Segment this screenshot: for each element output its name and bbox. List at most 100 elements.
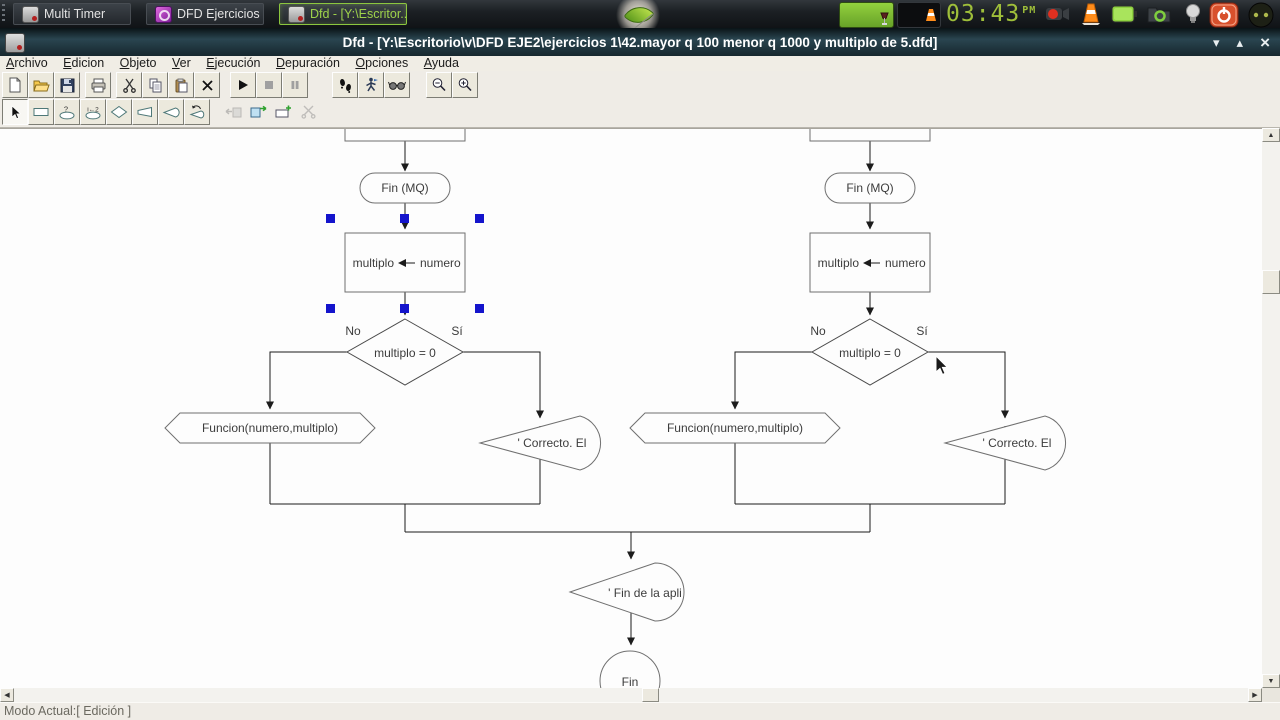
selection-handles[interactable]: [326, 214, 484, 313]
menu-opciones[interactable]: Opciones: [355, 56, 409, 70]
decision-tool-button[interactable]: [106, 99, 132, 125]
maximize-icon[interactable]: ▴: [1236, 34, 1244, 50]
step-button[interactable]: [332, 72, 358, 98]
horizontal-scroll-thumb[interactable]: [642, 688, 659, 702]
dfd-ejercicios-icon: [155, 5, 172, 23]
select-tool-button[interactable]: [2, 99, 28, 125]
output-label: ' Correcto. El: [518, 436, 587, 450]
paste-after-icon: [250, 105, 267, 118]
assign-tool-button[interactable]: [28, 99, 54, 125]
flow-decision-left[interactable]: [345, 318, 465, 386]
printer-icon: [91, 78, 105, 92]
debug-run-button[interactable]: [358, 72, 384, 98]
file-manager-icon[interactable]: [1146, 2, 1172, 26]
flow-fin-mq-right[interactable]: [824, 172, 916, 204]
print-button[interactable]: [85, 72, 111, 98]
window-titlebar[interactable]: Dfd - [Y:\Escritorio\v\DFD EJE2\ejercici…: [0, 28, 1280, 56]
flow-fin-mq-left[interactable]: [359, 172, 451, 204]
zoom-in-button[interactable]: [452, 72, 478, 98]
stop-icon: [265, 81, 273, 89]
close-icon[interactable]: ×: [1260, 32, 1270, 52]
zoom-out-button[interactable]: [426, 72, 452, 98]
screen-recorder-icon[interactable]: [1044, 2, 1070, 26]
paste-after-button[interactable]: [246, 99, 271, 124]
paste-before-button[interactable]: [221, 99, 246, 124]
read-shape-icon: ?: [59, 105, 75, 119]
brightness-icon[interactable]: [1182, 2, 1204, 26]
horizontal-scrollbar[interactable]: ◀ ▶: [0, 688, 1262, 702]
flow-top-rect-left[interactable]: [344, 129, 466, 142]
taskbar-window-multi-timer[interactable]: Multi Timer: [13, 3, 131, 25]
taskbar-drag-handle[interactable]: [2, 4, 5, 24]
window-app-icon: [5, 33, 25, 53]
clock[interactable]: 03:43 PM: [946, 0, 1036, 28]
glasses-icon: [388, 81, 406, 90]
footprints-icon: [339, 78, 351, 93]
menu-ejecucion[interactable]: Ejecución: [206, 56, 261, 70]
power-icon[interactable]: [1208, 2, 1240, 28]
eyes-icon[interactable]: [1244, 2, 1278, 28]
scrollbar-corner: [1262, 688, 1280, 702]
copy-button[interactable]: [142, 72, 168, 98]
open-button[interactable]: [28, 72, 54, 98]
rectangle-shape-icon: [33, 108, 49, 116]
scroll-up-icon[interactable]: ▲: [1262, 128, 1280, 142]
counter-tool-button[interactable]: i←2: [80, 99, 106, 125]
assign-lhs-label: multiplo: [818, 256, 860, 270]
watch-button[interactable]: [384, 72, 410, 98]
output-label: ' Correcto. El: [983, 436, 1052, 450]
run-button[interactable]: [230, 72, 256, 98]
menu-edicion[interactable]: Edicion: [63, 56, 105, 70]
flow-output-right[interactable]: [943, 415, 1067, 471]
save-button[interactable]: [54, 72, 80, 98]
stop-button[interactable]: [256, 72, 282, 98]
drawing-canvas[interactable]: Fin (MQ) multiplo numero multiplo = 0 No…: [0, 128, 1262, 712]
flow-top-rect-right[interactable]: [809, 129, 931, 142]
read-tool-button[interactable]: ?: [54, 99, 80, 125]
flow-decision-right[interactable]: [810, 318, 930, 386]
decision-label: multiplo = 0: [839, 346, 901, 360]
wine-glass-icon: [880, 12, 889, 25]
scroll-right-icon[interactable]: ▶: [1248, 688, 1262, 702]
menu-ver[interactable]: Ver: [172, 56, 191, 70]
cut-shape-button[interactable]: [296, 99, 321, 124]
output-tool-button[interactable]: [132, 99, 158, 125]
vertical-scrollbar[interactable]: ▲ ▼: [1262, 128, 1280, 688]
taskbar-window-dfd-ejercicios[interactable]: DFD Ejercicios: [146, 3, 264, 25]
vertical-scroll-thumb[interactable]: [1262, 270, 1280, 294]
main-toolbar: [0, 71, 1280, 100]
menu-ayuda[interactable]: Ayuda: [423, 56, 459, 70]
pause-icon: [291, 81, 299, 89]
taskbar: Multi Timer DFD Ejercicios Dfd - [Y:\Esc…: [0, 0, 1280, 38]
play-icon: [239, 80, 248, 90]
menu-depuracion[interactable]: Depuración: [275, 56, 340, 70]
status-mode-text: Modo Actual:[ Edición ]: [4, 704, 132, 718]
assign-lhs-label: multiplo: [353, 256, 395, 270]
cycle-tool-button[interactable]: [184, 99, 210, 125]
delete-button[interactable]: [194, 72, 220, 98]
window-preview-vlc[interactable]: [897, 2, 941, 28]
battery-icon[interactable]: [1110, 2, 1137, 26]
flow-final-output[interactable]: [568, 562, 685, 622]
menu-objeto[interactable]: Objeto: [119, 56, 157, 70]
delete-x-icon: [201, 79, 213, 91]
pause-button[interactable]: [282, 72, 308, 98]
scroll-left-icon[interactable]: ◀: [0, 688, 14, 702]
paste-button[interactable]: [168, 72, 194, 98]
flow-output-left[interactable]: [478, 415, 602, 471]
print-shape-tool-button[interactable]: [158, 99, 184, 125]
minimize-icon[interactable]: ▾: [1213, 34, 1220, 50]
cut-button[interactable]: [116, 72, 142, 98]
window-preview-green[interactable]: [839, 2, 894, 28]
flow-call-right[interactable]: [629, 412, 841, 444]
scroll-down-icon[interactable]: ▼: [1262, 674, 1280, 688]
menu-archivo[interactable]: Archivo: [6, 56, 48, 70]
flow-call-left[interactable]: [164, 412, 376, 444]
new-button[interactable]: [2, 72, 28, 98]
taskbar-window-dfd[interactable]: Dfd - [Y:\Escritor...: [279, 3, 407, 25]
branch-no-label: No: [810, 324, 826, 338]
vlc-icon[interactable]: [1078, 2, 1104, 26]
assign-arrow-icon: [398, 259, 406, 267]
output-shape-icon: [137, 106, 152, 118]
insert-shape-button[interactable]: [271, 99, 296, 124]
